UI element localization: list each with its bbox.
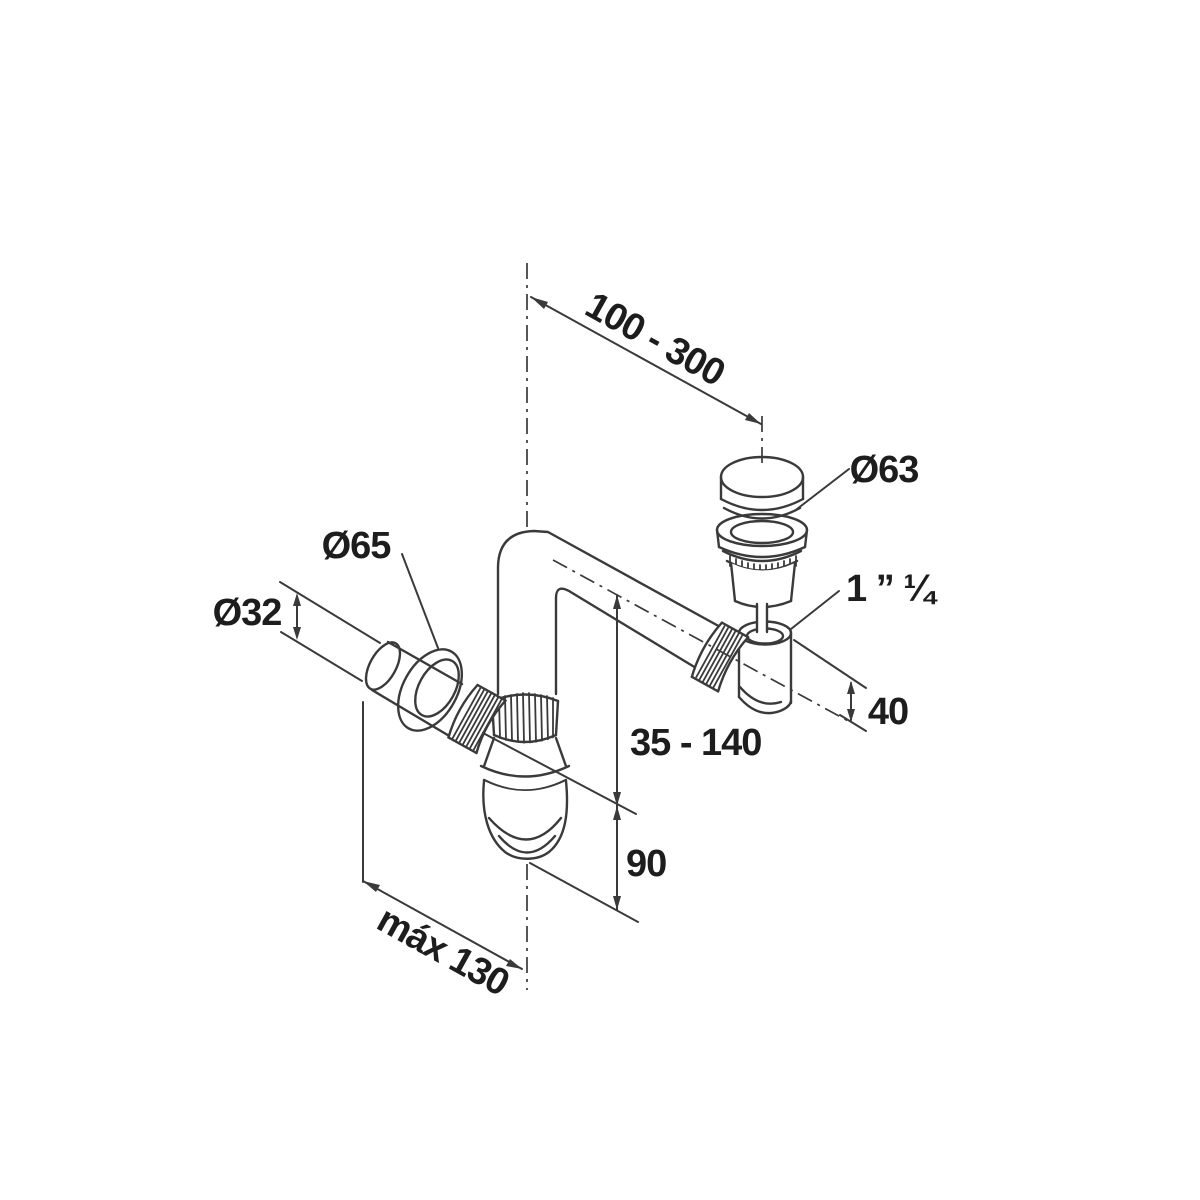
dim-thread-size-label: 1 ” ¼	[846, 568, 938, 610]
dim-flange-diameter-label: Ø65	[322, 525, 392, 567]
dim-plug-diameter-label: Ø63	[850, 449, 919, 491]
dim-outlet-height-label: 40	[868, 691, 908, 733]
dim-outlet-height: 40	[793, 639, 909, 733]
dim-top-offset: 100 - 300	[530, 284, 762, 425]
dim-pipe-diameter: Ø32	[213, 581, 381, 682]
dim-pipe-diameter-label: Ø32	[213, 592, 282, 634]
elbow-nut-ribs	[695, 625, 744, 689]
thread-size-leader	[790, 590, 840, 630]
wall-outlet-pipe	[364, 640, 464, 739]
centerlines	[526, 263, 851, 990]
dim-plug-diameter: Ø63	[796, 449, 919, 510]
plug-tailpiece-rod	[755, 602, 769, 634]
dim-thread-size: 1 ” ¼	[790, 568, 939, 630]
dim-vertical-chain: 35 - 140 90	[482, 594, 762, 923]
pipe-axis-centerline	[552, 559, 851, 723]
dim-top-offset-label: 100 - 300	[578, 284, 731, 394]
dim-trap-depth-label: 90	[626, 843, 666, 885]
dim-flange-diameter: Ø65	[322, 525, 439, 649]
adjustable-pipe	[496, 529, 726, 696]
dim-max-offset-label: máx 130	[370, 898, 515, 1004]
outlet-nut-ribs	[451, 686, 503, 752]
popup-waste-plug	[715, 455, 809, 609]
elbow-nut	[690, 621, 750, 693]
plug-diameter-leader	[796, 468, 850, 510]
wall-flange	[396, 648, 464, 732]
trap-bottle-body	[479, 736, 571, 860]
trap-outlet-nut	[447, 683, 507, 755]
flange-diameter-leader	[401, 553, 439, 649]
dim-vertical-adjust-label: 35 - 140	[630, 722, 761, 764]
trap-nut-ribs	[498, 692, 554, 744]
